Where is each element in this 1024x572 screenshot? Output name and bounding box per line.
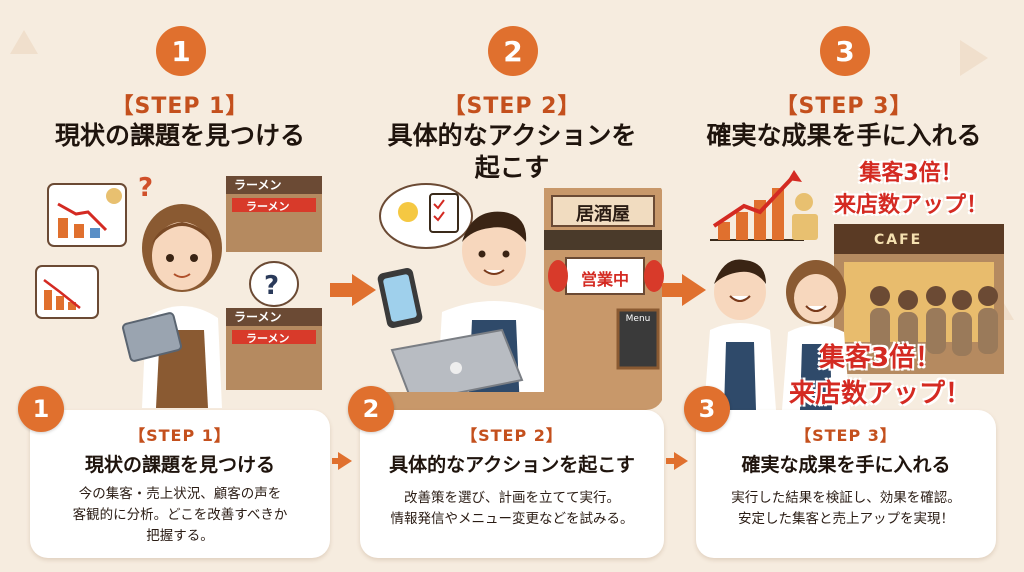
step-3-number: 3 — [820, 26, 870, 76]
step-3-card-label: 【STEP 3】 — [795, 426, 897, 445]
step-3-title: 確実な成果を手に入れる — [706, 121, 982, 150]
step-2-title-line-2: 起こす — [474, 153, 550, 182]
step-1-title: 現状の課題を見つける — [54, 121, 305, 150]
cta-top: 集客3倍！ 来店数アップ！ — [806, 158, 1016, 222]
arrow-1-to-2 — [330, 283, 354, 297]
shop-sign-ramen-bottom: ラーメン — [234, 310, 282, 324]
step-2-illustration: 居酒屋 営業中 Menu — [372, 180, 664, 410]
bg-decoration — [960, 40, 988, 76]
izakaya-sign: 居酒屋 — [576, 204, 630, 225]
step-3-card-title: 確実な成果を手に入れる — [741, 454, 951, 476]
arrow-head — [352, 274, 376, 306]
step-1-number: 1 — [156, 26, 206, 76]
step-3-label: 【STEP 3】 — [775, 94, 913, 119]
happy-staff-and-crowd-illustration — [704, 170, 1004, 410]
svg-text:?: ? — [264, 271, 279, 301]
shop-sign-ramen-bottom-b: ラーメン — [246, 332, 290, 345]
cta-bottom-line-2: 来店数アップ！ — [788, 379, 971, 409]
step-3-illustration: CAFE — [704, 166, 1004, 410]
man-with-laptop-illustration — [372, 183, 664, 410]
arrow-head — [682, 274, 706, 306]
step-1-card-number: 1 — [18, 386, 64, 432]
step-2-card-number: 2 — [348, 386, 394, 432]
step-1-card-title: 現状の課題を見つける — [84, 454, 275, 476]
cta-top-line-2: 来店数アップ！ — [833, 193, 988, 218]
step-1-card: 【STEP 1】 現状の課題を見つける 今の集客・売上状況、顧客の声を 客観的に… — [30, 410, 330, 558]
menu-board: Menu — [625, 314, 651, 324]
woman-with-tablet-illustration: ? ? — [35, 173, 322, 408]
desc-line: 改善策を選び、計画を立てて実行。 — [404, 490, 620, 506]
desc-line: 把握する。 — [146, 528, 214, 544]
step-3-card: 【STEP 3】 確実な成果を手に入れる 実行した結果を検証し、効果を確認。 安… — [696, 410, 996, 558]
shop-sign-ramen-top-b: ラーメン — [246, 200, 290, 213]
step-3-card-number: 3 — [684, 386, 730, 432]
cta-bottom-line-1: 集客3倍！ — [818, 343, 942, 373]
coin-icon — [795, 193, 813, 211]
step-2-card: 【STEP 2】 具体的なアクションを起こす 改善策を選び、計画を立てて実行。 … — [360, 410, 664, 558]
arrow-card-bar — [666, 458, 676, 464]
step-2-card-label: 【STEP 2】 — [461, 426, 563, 445]
arrow-card-bar — [332, 458, 340, 464]
desc-line: 実行した結果を検証し、効果を確認。 — [731, 490, 961, 506]
step-2-title: 具体的なアクションを 起こす — [362, 120, 662, 184]
cta-top-line-1: 集客3倍！ — [859, 161, 963, 186]
question-mark-icon: ? — [138, 173, 153, 203]
cta-bottom: 集客3倍！ 来店数アップ！ — [760, 340, 1000, 412]
step-1-card-description: 今の集客・売上状況、顧客の声を 客観的に分析。どこを改善すべきか 把握する。 — [44, 484, 316, 547]
step-2-title-line-1: 具体的なアクションを — [387, 121, 637, 150]
step-1-label: 【STEP 1】 — [111, 94, 249, 119]
step-2-card-description: 改善策を選び、計画を立てて実行。 情報発信やメニュー変更などを試みる。 — [374, 488, 650, 530]
lightbulb-icon — [398, 202, 418, 222]
step-3-card-description: 実行した結果を検証し、効果を確認。 安定した集客と売上アップを実現！ — [710, 488, 982, 530]
cafe-sign: CAFE — [874, 232, 923, 248]
arrow-2-to-3 — [662, 283, 684, 297]
arrow-card-1-to-2 — [338, 452, 352, 470]
step-1-card-label: 【STEP 1】 — [129, 426, 231, 445]
step-2-card-title: 具体的なアクションを起こす — [389, 454, 635, 476]
desc-line: 安定した集客と売上アップを実現！ — [738, 511, 954, 527]
arrow-card-2-to-3 — [674, 452, 688, 470]
step-2-number: 2 — [488, 26, 538, 76]
step-2-label: 【STEP 2】 — [443, 94, 581, 119]
lantern-sign: 営業中 — [580, 270, 629, 289]
desc-line: 今の集客・売上状況、顧客の声を — [78, 486, 282, 502]
shop-sign-ramen-top: ラーメン — [234, 178, 282, 192]
desc-line: 情報発信やメニュー変更などを試みる。 — [390, 511, 634, 527]
step-1-illustration: ? ? ラーメン ラーメン ラーメン ラーメン — [30, 168, 330, 408]
desc-line: 客観的に分析。どこを改善すべきか — [72, 507, 288, 523]
bg-decoration — [10, 30, 38, 54]
